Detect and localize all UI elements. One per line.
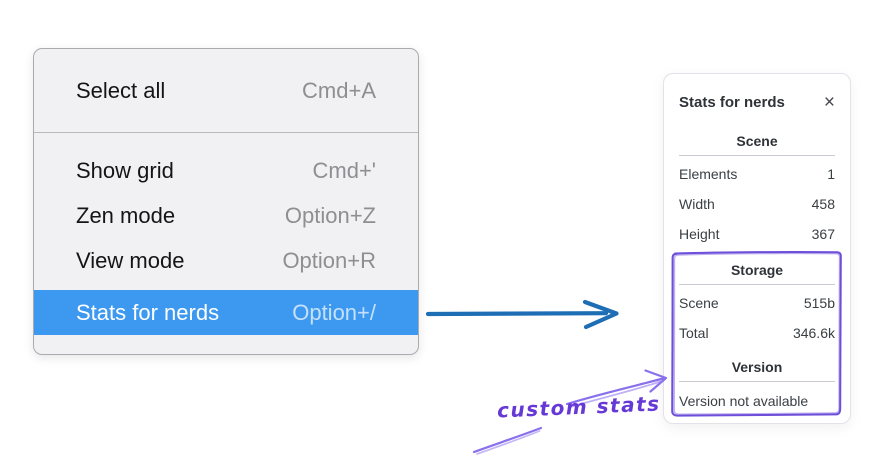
stat-label: Total xyxy=(679,325,709,341)
stats-panel-title: Stats for nerds xyxy=(679,94,785,111)
section-divider xyxy=(679,155,835,156)
menu-item-shortcut: Option+/ xyxy=(292,299,376,325)
stat-label: Elements xyxy=(679,166,738,182)
version-note: Version not available xyxy=(679,393,809,409)
close-icon[interactable]: × xyxy=(823,91,835,113)
stat-label: Height xyxy=(679,226,720,242)
menu-item-show-grid[interactable]: Show grid Cmd+' xyxy=(34,148,418,193)
version-section: Version Version not available xyxy=(679,359,835,409)
scene-section: Scene Elements 1 Width 458 Height 367 xyxy=(679,133,835,249)
section-divider xyxy=(679,381,835,382)
stat-row-elements: Elements 1 xyxy=(679,159,835,189)
menu-item-shortcut: Option+R xyxy=(282,247,376,273)
storage-section-heading: Storage xyxy=(730,262,784,278)
menu-item-stats-for-nerds[interactable]: Stats for nerds Option+/ xyxy=(34,290,418,335)
storage-section: Storage Scene 515b Total 346.6k xyxy=(679,262,835,348)
stat-value: 458 xyxy=(811,196,835,212)
custom-stats-annotation: custom stats xyxy=(496,391,661,423)
menu-section-bottom: Show grid Cmd+' Zen mode Option+Z View m… xyxy=(34,133,418,354)
menu-section-top: Select all Cmd+A xyxy=(34,49,418,132)
menu-item-label: Zen mode xyxy=(76,202,176,228)
menu-item-select-all[interactable]: Select all Cmd+A xyxy=(34,68,418,113)
menu-item-label: View mode xyxy=(76,247,185,273)
menu-item-label: Stats for nerds xyxy=(76,299,220,325)
stats-panel-header: Stats for nerds × xyxy=(679,91,835,113)
menu-item-shortcut: Option+Z xyxy=(284,202,376,228)
menu-item-view-mode[interactable]: View mode Option+R xyxy=(34,238,418,283)
menu-item-shortcut: Cmd+A xyxy=(302,77,376,103)
stat-row-width: Width 458 xyxy=(679,189,835,219)
menu-item-zen-mode[interactable]: Zen mode Option+Z xyxy=(34,193,418,238)
stat-value: 346.6k xyxy=(792,325,835,341)
stat-label: Scene xyxy=(679,295,719,311)
section-divider xyxy=(679,284,835,285)
stat-row-total-size: Total 346.6k xyxy=(679,318,835,348)
menu-item-shortcut: Cmd+' xyxy=(312,157,377,183)
version-section-heading: Version xyxy=(731,359,783,375)
menu-divider xyxy=(34,132,418,133)
menu-item-label: Show grid xyxy=(76,157,174,183)
stat-value: 515b xyxy=(803,295,835,311)
stat-value: 367 xyxy=(811,226,835,242)
stat-value: 1 xyxy=(827,166,835,182)
stat-row-scene-size: Scene 515b xyxy=(679,288,835,318)
stat-label: Width xyxy=(679,196,715,212)
context-menu: Select all Cmd+A Show grid Cmd+' Zen mod… xyxy=(33,48,419,355)
stat-row-height: Height 367 xyxy=(679,219,835,249)
scene-section-heading: Scene xyxy=(736,133,778,149)
menu-item-label: Select all xyxy=(76,77,166,103)
menu-to-panel-arrow xyxy=(425,299,619,330)
stats-panel: Stats for nerds × Scene Elements 1 Width… xyxy=(663,73,851,424)
